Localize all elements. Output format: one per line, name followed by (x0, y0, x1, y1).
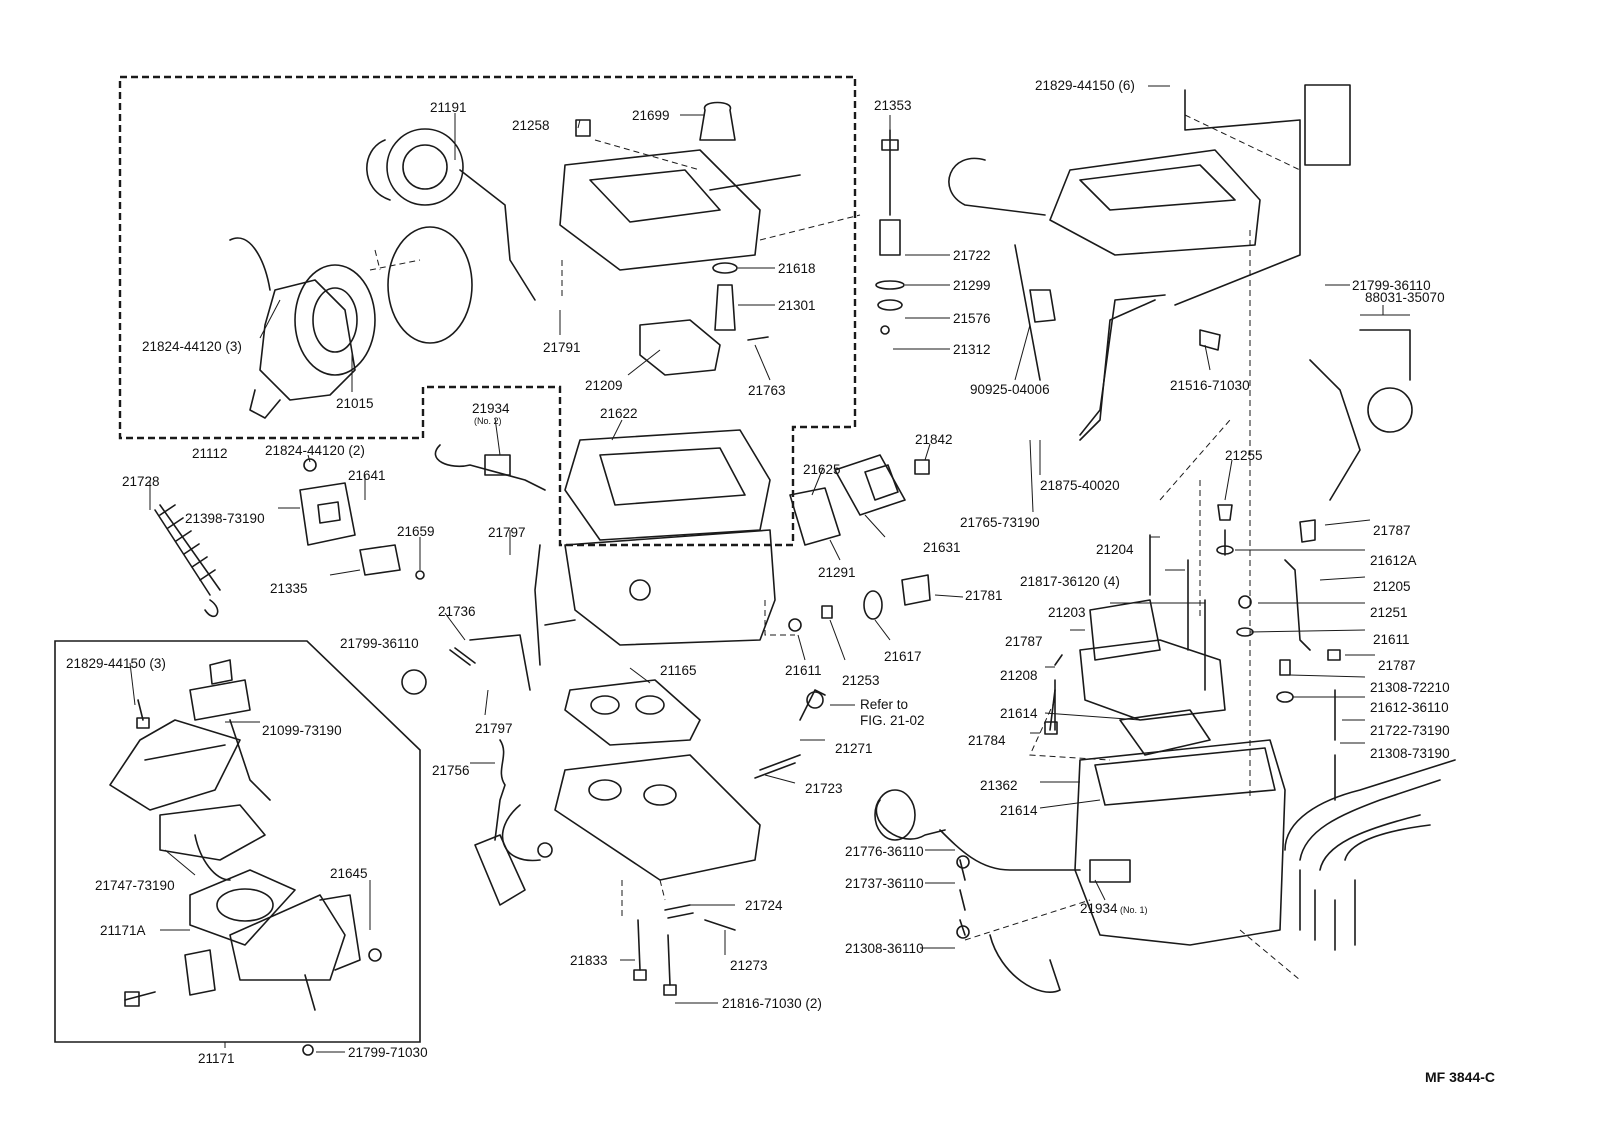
part-label: 21756 (432, 763, 470, 778)
part-label: 21362 (980, 778, 1018, 793)
part-label: 21934 (1080, 901, 1118, 916)
part-label: 21312 (953, 342, 991, 357)
part-label: 21253 (842, 673, 880, 688)
part-label: 21205 (1373, 579, 1411, 594)
part-label: 21617 (884, 649, 922, 664)
part-label: 21833 (570, 953, 608, 968)
part-label: 21618 (778, 261, 816, 276)
part-label: 21797 (488, 525, 526, 540)
part-label: 21209 (585, 378, 623, 393)
part-label: 21799-36110 (1352, 278, 1431, 293)
part-label: 21353 (874, 98, 912, 113)
part-label: 21699 (632, 108, 670, 123)
refer-note: Refer to (860, 697, 908, 712)
part-label: 21208 (1000, 668, 1038, 683)
part-label: 21258 (512, 118, 550, 133)
diagram-code: MF 3844-C (1425, 1069, 1495, 1085)
part-label: 21631 (923, 540, 961, 555)
part-label: 21291 (818, 565, 856, 580)
part-label: 21251 (1370, 605, 1408, 620)
leader-lines (129, 85, 1410, 1053)
part-label: 21625 (803, 462, 841, 477)
part-label: 21934 (472, 401, 510, 416)
part-label: 21784 (968, 733, 1006, 748)
part-label: 21791 (543, 340, 581, 355)
part-label: 21255 (1225, 448, 1263, 463)
part-label: 21829-44150 (6) (1035, 78, 1135, 93)
part-label: 21816-71030 (2) (722, 996, 822, 1011)
part-label: 21611 (785, 663, 822, 678)
part-label: 21273 (730, 958, 768, 973)
part-label: 21829-44150 (3) (66, 656, 166, 671)
part-label: 21308-72210 (1370, 680, 1450, 695)
part-label: 21722-73190 (1370, 723, 1450, 738)
part-label: 21824-44120 (2) (265, 443, 365, 458)
part-label: 21165 (660, 663, 697, 678)
refer-note: FIG. 21-02 (860, 713, 925, 728)
part-label-note: (No. 1) (1120, 905, 1148, 915)
part-label: 21776-36110 (845, 844, 924, 859)
part-label: 90925-04006 (970, 382, 1050, 397)
part-label: 88031-35070 (1365, 290, 1445, 305)
part-label: 21015 (336, 396, 374, 411)
part-label: 21301 (778, 298, 816, 313)
part-label: 21614 (1000, 803, 1038, 818)
part-label: 21171 (198, 1051, 235, 1066)
part-label: 21612-36110 (1370, 700, 1449, 715)
part-label: 21842 (915, 432, 953, 447)
part-label: 21797 (475, 721, 513, 736)
part-label: 21659 (397, 524, 435, 539)
part-label: 21308-73190 (1370, 746, 1450, 761)
part-label: 21611 (1373, 632, 1410, 647)
part-label: 21171A (100, 923, 146, 938)
part-label: 21335 (270, 581, 308, 596)
part-label: 21204 (1096, 542, 1134, 557)
part-label: 21787 (1378, 658, 1416, 673)
part-label: 21576 (953, 311, 991, 326)
part-label: 21765-73190 (960, 515, 1040, 530)
part-label: 21747-73190 (95, 878, 175, 893)
part-label: 21308-36110 (845, 941, 924, 956)
part-label: 21645 (330, 866, 368, 881)
part-label: 21737-36110 (845, 876, 924, 891)
part-label: 21763 (748, 383, 786, 398)
part-label: 21641 (348, 468, 386, 483)
part-label: 21191 (430, 100, 467, 115)
part-label: 21875-40020 (1040, 478, 1120, 493)
part-label: 21817-36120 (4) (1020, 574, 1120, 589)
part-label: 21723 (805, 781, 843, 796)
part-label-note: (No. 2) (474, 416, 502, 426)
part-label: 21736 (438, 604, 476, 619)
part-label: 21614 (1000, 706, 1038, 721)
part-label: 21099-73190 (262, 723, 342, 738)
part-label: 21622 (600, 406, 638, 421)
part-label: 21824-44120 (3) (142, 339, 242, 354)
part-label: 21398-73190 (185, 511, 265, 526)
part-label: 21781 (965, 588, 1003, 603)
part-label: 21112 (192, 446, 228, 461)
part-label: 21612A (1370, 553, 1417, 568)
part-label: 21724 (745, 898, 783, 913)
assembly-lines (369, 114, 1301, 981)
part-label: 21787 (1373, 523, 1411, 538)
part-label: 21799-36110 (340, 636, 419, 651)
boundary-frames (54, 75, 857, 1043)
part-label: 21299 (953, 278, 991, 293)
part-labels: 21191 21258 21699 21353 21829-44150 (6) … (66, 78, 1495, 1085)
part-label: 21203 (1048, 605, 1086, 620)
part-label: 21516-71030 (1170, 378, 1250, 393)
part-label: 21271 (835, 741, 873, 756)
part-label: 21722 (953, 248, 991, 263)
part-drawings (109, 84, 1456, 1056)
part-label: 21728 (122, 474, 160, 489)
part-label: 21787 (1005, 634, 1043, 649)
part-label: 21799-71030 (348, 1045, 428, 1060)
